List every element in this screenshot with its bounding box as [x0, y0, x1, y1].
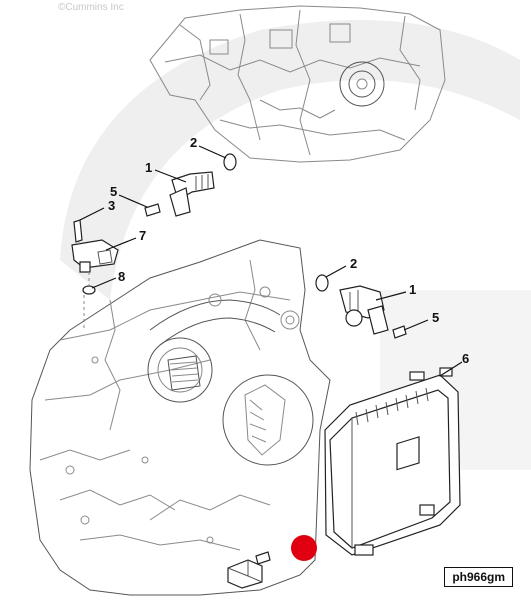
screw-3 [73, 219, 83, 243]
callout-6: 6 [462, 351, 469, 366]
ecm-module [324, 367, 461, 556]
callout-7: 7 [139, 228, 146, 243]
callout-2-right: 2 [350, 256, 357, 271]
right-sensor-assembly [315, 274, 407, 339]
callout-5-right: 5 [432, 310, 439, 325]
callout-8: 8 [118, 269, 125, 284]
o-ring-upper [223, 153, 237, 171]
sensor-7 [71, 239, 119, 269]
bolt-right [392, 325, 407, 339]
bolt-upper [144, 203, 161, 217]
callout-2-upper: 2 [190, 135, 197, 150]
callout-5-upper: 5 [110, 184, 117, 199]
upper-engine-block [149, 5, 446, 163]
callout-labels: 1 2 3 5 7 8 2 1 5 6 [108, 135, 469, 366]
callout-3: 3 [108, 198, 115, 213]
callout-1-upper: 1 [145, 160, 152, 175]
o-ring-right [315, 274, 329, 292]
leader-lines [79, 145, 463, 377]
callout-1-right: 1 [409, 282, 416, 297]
watermark [60, 20, 531, 470]
ecm-cooling-fins [355, 387, 429, 426]
connector-plug [227, 551, 271, 589]
copyright-text: ©Cummins Inc [58, 2, 124, 13]
red-marker [291, 535, 317, 561]
upper-sensor-assembly [71, 153, 237, 330]
figure-id-label: ph966gm [444, 567, 513, 587]
lower-engine-block [29, 239, 331, 596]
